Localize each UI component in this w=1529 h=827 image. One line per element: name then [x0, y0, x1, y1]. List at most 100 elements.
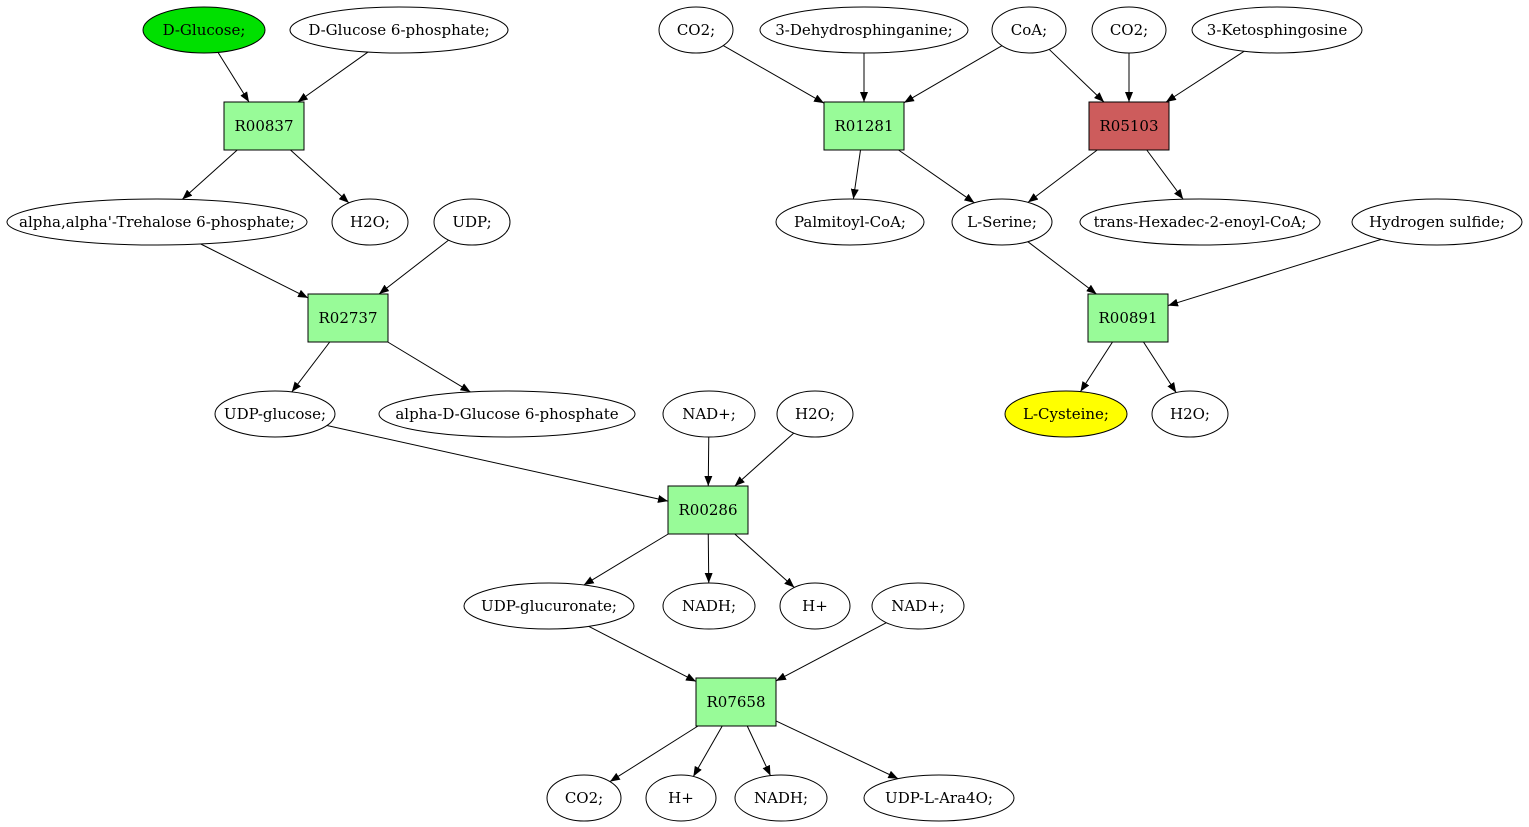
node-label: Hydrogen sulfide;	[1369, 213, 1505, 231]
edge-udp-to-R02737	[378, 239, 449, 295]
node-label: R00286	[678, 501, 737, 519]
node-label: NADH;	[754, 789, 808, 807]
reaction-node-R05103[interactable]: R05103	[1088, 101, 1170, 151]
compound-ellipse	[776, 390, 854, 438]
compound-node-palm[interactable]: Palmitoyl-CoA;	[775, 198, 925, 246]
edge-R00837-to-treh6p	[181, 149, 238, 200]
compound-node-lcys[interactable]: L-Cysteine;	[1004, 390, 1128, 438]
edge-h2s-to-R00891	[1167, 238, 1382, 307]
compound-node-dehydro[interactable]: 3-Dehydrosphinganine;	[759, 6, 969, 54]
node-label: H2O;	[795, 405, 835, 423]
compound-node-g6p[interactable]: D-Glucose 6-phosphate;	[289, 6, 509, 54]
node-label: D-Glucose;	[163, 21, 246, 39]
node-label: alpha,alpha'-Trehalose 6-phosphate;	[19, 213, 295, 231]
edge-co2_a-to-R01281	[722, 45, 825, 104]
compound-ellipse	[951, 198, 1053, 246]
node-label: NAD+;	[891, 597, 945, 615]
compound-node-nadh_a[interactable]: NADH;	[662, 582, 756, 630]
edge-h2o_b-to-R00286	[734, 432, 795, 487]
compound-node-h2s[interactable]: Hydrogen sulfide;	[1351, 198, 1523, 246]
reaction-box	[667, 485, 749, 535]
compound-node-nad_a[interactable]: NAD+;	[662, 390, 756, 438]
node-label: R00891	[1098, 309, 1157, 327]
compound-node-keto[interactable]: 3-Ketosphingosine	[1191, 6, 1363, 54]
compound-node-dglucose[interactable]: D-Glucose;	[142, 6, 266, 54]
node-label: 3-Ketosphingosine	[1207, 21, 1348, 39]
compound-ellipse	[645, 774, 717, 822]
compound-node-coa[interactable]: CoA;	[991, 6, 1067, 54]
node-label: UDP-glucose;	[224, 405, 326, 423]
reaction-node-R01281[interactable]: R01281	[823, 101, 905, 151]
node-label: R05103	[1099, 117, 1158, 135]
compound-ellipse	[378, 390, 636, 438]
node-label: CoA;	[1011, 21, 1047, 39]
compound-ellipse	[289, 6, 509, 54]
compound-ellipse	[1191, 6, 1363, 54]
compound-node-lser[interactable]: L-Serine;	[951, 198, 1053, 246]
edge-R07658-to-udpara	[775, 720, 899, 780]
edge-R00286-to-nadh_a	[704, 533, 713, 584]
edge-nad_a-to-R00286	[704, 436, 713, 487]
edge-g6p-to-R00837	[297, 51, 369, 103]
node-label: Palmitoyl-CoA;	[794, 213, 906, 231]
node-label: CO2;	[677, 21, 715, 39]
compound-node-adg6p[interactable]: alpha-D-Glucose 6-phosphate	[378, 390, 636, 438]
compound-node-h2o_b[interactable]: H2O;	[776, 390, 854, 438]
compound-ellipse	[433, 198, 511, 246]
compound-node-udp[interactable]: UDP;	[433, 198, 511, 246]
compound-ellipse	[546, 774, 622, 822]
reaction-node-R00837[interactable]: R00837	[223, 101, 305, 151]
compound-node-nadh_b[interactable]: NADH;	[734, 774, 828, 822]
node-label: H+	[802, 597, 828, 615]
node-label: alpha-D-Glucose 6-phosphate	[395, 405, 618, 423]
compound-node-co2_c[interactable]: CO2;	[546, 774, 622, 822]
compound-node-nad_b[interactable]: NAD+;	[871, 582, 965, 630]
compound-node-h2o_c[interactable]: H2O;	[1151, 390, 1229, 438]
compound-node-udpara[interactable]: UDP-L-Ara4O;	[863, 774, 1015, 822]
reaction-node-R07658[interactable]: R07658	[695, 677, 777, 727]
node-label: L-Serine;	[967, 213, 1037, 231]
edge-dglucose-to-R00837	[217, 52, 250, 103]
edge-keto-to-R05103	[1165, 50, 1245, 103]
edge-R00286-to-hplus_a	[734, 533, 795, 588]
reaction-node-R00891[interactable]: R00891	[1087, 293, 1169, 343]
compound-node-hplus_a[interactable]: H+	[779, 582, 851, 630]
compound-node-co2_a[interactable]: CO2;	[658, 6, 734, 54]
edge-coa-to-R05103	[1048, 48, 1105, 103]
reaction-node-R00286[interactable]: R00286	[667, 485, 749, 535]
node-label: CO2;	[565, 789, 603, 807]
compound-ellipse	[662, 390, 756, 438]
edge-R01281-to-palm	[850, 149, 861, 200]
node-label: UDP;	[452, 213, 491, 231]
edge-R02737-to-udpglc	[291, 341, 331, 393]
node-label: R01281	[834, 117, 893, 135]
compound-node-co2_b[interactable]: CO2;	[1091, 6, 1167, 54]
node-label: UDP-glucuronate;	[481, 597, 617, 615]
edges-layer	[181, 45, 1382, 783]
node-label: R07658	[706, 693, 765, 711]
reaction-node-R02737[interactable]: R02737	[307, 293, 389, 343]
compound-ellipse	[1151, 390, 1229, 438]
edge-R05103-to-transhex	[1146, 149, 1184, 200]
compound-node-udpglc[interactable]: UDP-glucose;	[214, 390, 336, 438]
compound-ellipse	[779, 582, 851, 630]
nodes-layer: D-Glucose; D-Glucose 6-phosphate; R00837 al…	[6, 6, 1523, 822]
edge-udpglc-to-R00286	[326, 425, 669, 503]
node-label: NAD+;	[682, 405, 736, 423]
compound-node-hplus_b[interactable]: H+	[645, 774, 717, 822]
reaction-box	[1088, 101, 1170, 151]
edge-R07658-to-co2_c	[609, 725, 699, 783]
edge-R00891-to-h2o_c	[1143, 341, 1177, 393]
compound-node-h2o_a[interactable]: H2O;	[331, 198, 409, 246]
edge-R00837-to-h2o_a	[290, 149, 350, 204]
edge-R07658-to-nadh_b	[746, 725, 771, 776]
reaction-box	[223, 101, 305, 151]
compound-ellipse	[871, 582, 965, 630]
compound-ellipse	[6, 198, 308, 246]
compound-node-transhex[interactable]: trans-Hexadec-2-enoyl-CoA;	[1079, 198, 1321, 246]
node-label: R00837	[234, 117, 293, 135]
edge-R07658-to-hplus_b	[692, 725, 723, 777]
compound-node-treh6p[interactable]: alpha,alpha'-Trehalose 6-phosphate;	[6, 198, 308, 246]
edge-R05103-to-lser	[1027, 149, 1098, 203]
compound-node-udpglcA[interactable]: UDP-glucuronate;	[463, 582, 635, 630]
